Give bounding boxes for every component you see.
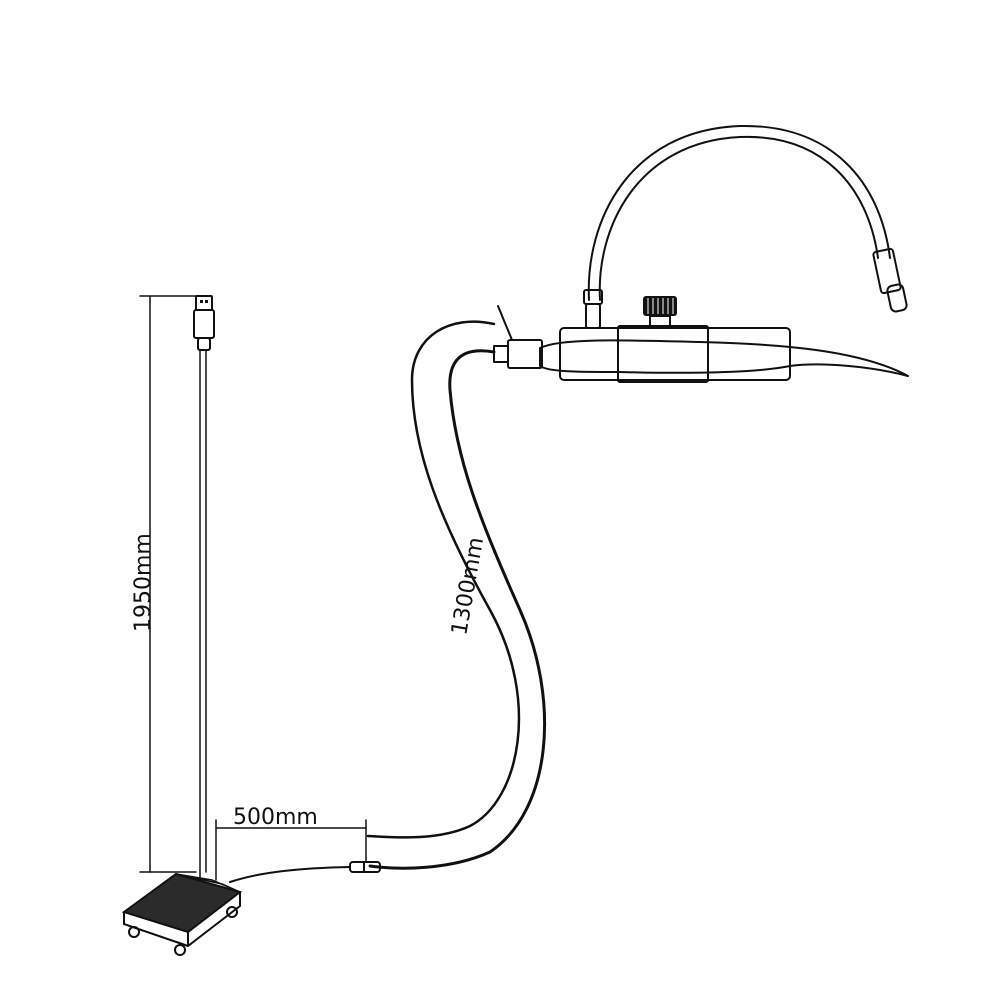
pedal-cable <box>229 866 351 883</box>
gooseneck-tip-light <box>872 247 908 313</box>
pedal-cable-length-label: 500mm <box>233 805 318 830</box>
usb-length-label: 1950mm <box>131 533 156 632</box>
lamp-head <box>493 305 909 383</box>
foot-pedal <box>121 872 243 956</box>
hose-length-label: 1300mm <box>447 535 489 637</box>
dimension-line-usb: 1950mm <box>131 295 197 873</box>
adjustment-knob <box>643 296 677 329</box>
gooseneck-arm <box>587 124 891 301</box>
dimension-line-pedal-cable: 500mm <box>215 805 367 881</box>
usb-cable <box>199 349 207 879</box>
usb-plug-icon <box>193 295 215 351</box>
dimension-hose: 1300mm <box>447 535 489 637</box>
flexible-hose <box>366 320 547 870</box>
